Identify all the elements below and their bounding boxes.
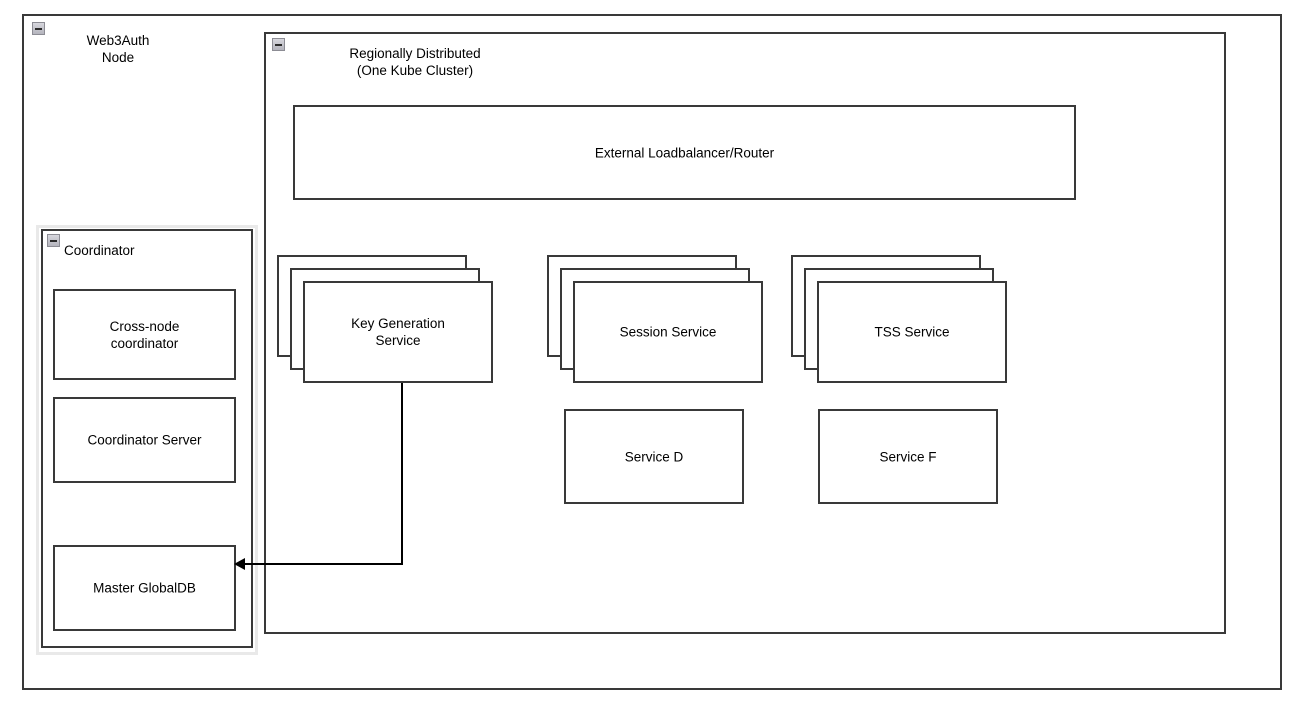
key-generation-service-label: Key Generation Service: [351, 316, 445, 348]
service-f-box[interactable]: Service F: [818, 409, 998, 504]
collapse-minus-icon-web3auth-node[interactable]: [32, 22, 45, 35]
collapse-minus-icon-regionally-distributed[interactable]: [272, 38, 285, 51]
connector-segment-horizontal: [243, 563, 403, 565]
coordinator-title: Coordinator: [64, 243, 135, 258]
session-service-stack[interactable]: Session Service: [547, 255, 763, 383]
key-generation-service-stack[interactable]: Key Generation Service: [277, 255, 493, 383]
connector-arrow-head-icon: [234, 558, 245, 570]
session-service-layer-front[interactable]: Session Service: [573, 281, 763, 383]
service-d-box[interactable]: Service D: [564, 409, 744, 504]
cross-node-coordinator-box[interactable]: Cross-node coordinator: [53, 289, 236, 380]
external-loadbalancer-router-box[interactable]: External Loadbalancer/Router: [293, 105, 1076, 200]
key-generation-service-layer-front[interactable]: Key Generation Service: [303, 281, 493, 383]
coordinator-server-box[interactable]: Coordinator Server: [53, 397, 236, 483]
web3auth-node-title: Web3Auth Node: [86, 33, 150, 65]
tss-service-label: TSS Service: [874, 324, 950, 340]
coordinator-server-label: Coordinator Server: [87, 432, 202, 448]
tss-service-layer-front[interactable]: TSS Service: [817, 281, 1007, 383]
master-globaldb-label: Master GlobalDB: [93, 580, 196, 596]
service-f-label: Service F: [879, 449, 937, 464]
service-d-label: Service D: [624, 449, 684, 464]
session-service-label: Session Service: [619, 324, 717, 340]
connector-segment-vertical: [401, 381, 403, 565]
external-loadbalancer-router-label: External Loadbalancer/Router: [594, 145, 775, 160]
collapse-minus-icon-coordinator[interactable]: [47, 234, 60, 247]
cross-node-coordinator-label: Cross-node coordinator: [109, 318, 180, 351]
regionally-distributed-title: Regionally Distributed (One Kube Cluster…: [349, 46, 481, 78]
tss-service-stack[interactable]: TSS Service: [791, 255, 1007, 383]
master-globaldb-box[interactable]: Master GlobalDB: [53, 545, 236, 631]
